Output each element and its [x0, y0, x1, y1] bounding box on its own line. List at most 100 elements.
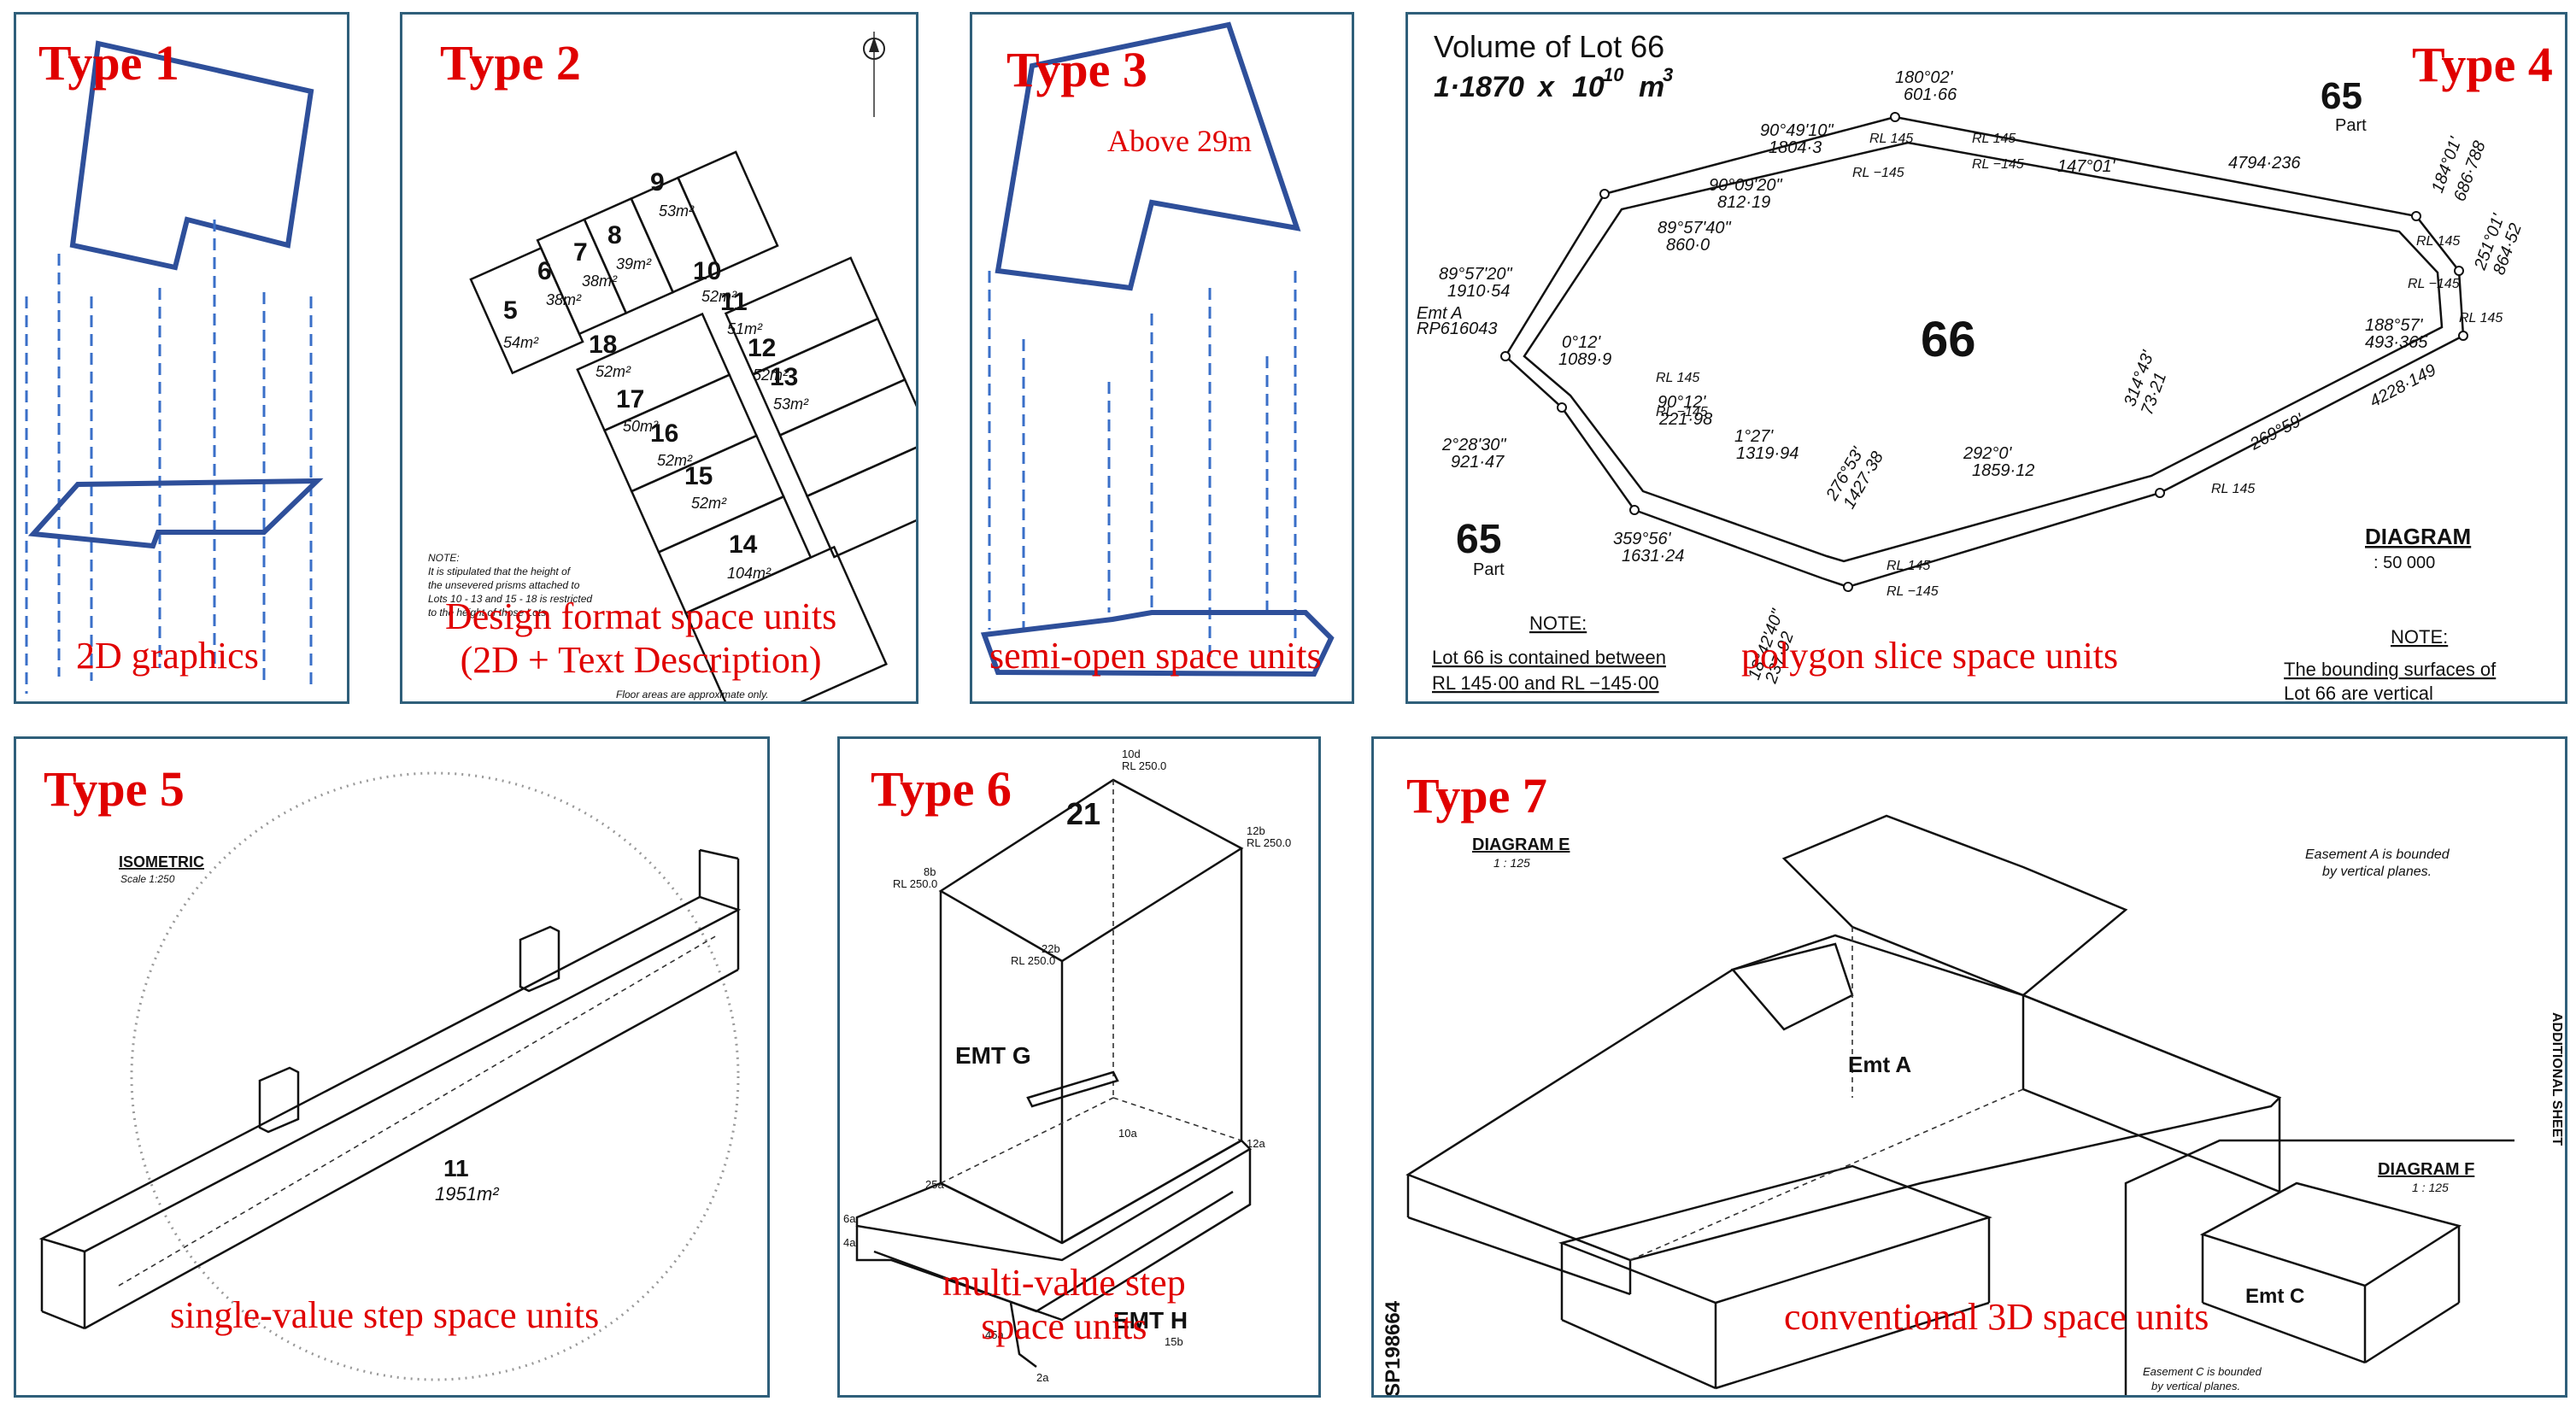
lot-number: 13	[770, 363, 798, 391]
diagram-f-inset: DIAGRAM F 1 : 125 Emt C Easement C is bo…	[2124, 1139, 2514, 1395]
svg-text:Easement A is bounded: Easement A is bounded	[2305, 847, 2450, 862]
svg-text:RL 145: RL 145	[1887, 559, 1930, 573]
lot-area: 54m²	[503, 334, 539, 351]
svg-text:RL 145: RL 145	[2416, 234, 2460, 249]
svg-text:: 50 000: : 50 000	[2374, 554, 2435, 572]
svg-text:1910·54: 1910·54	[1447, 282, 1510, 301]
svg-text:RL 145: RL 145	[1972, 132, 2016, 146]
svg-text:Lot 66 are vertical: Lot 66 are vertical	[2284, 683, 2433, 704]
svg-text:4794·236: 4794·236	[2228, 154, 2301, 173]
caption-line: space units	[981, 1304, 1147, 1347]
svg-text:1·1870: 1·1870	[1434, 71, 1524, 103]
svg-text:m: m	[1639, 71, 1664, 103]
lot-area: 53m²	[659, 202, 695, 220]
volume-title: Volume of Lot 66	[1434, 29, 1664, 64]
svg-text:1 : 125: 1 : 125	[1493, 856, 1530, 870]
caption-line: multi-value step	[942, 1262, 1186, 1304]
step-blocks	[258, 925, 560, 1134]
type-2-label: Type 2	[440, 35, 581, 91]
lot-number: 9	[650, 168, 665, 196]
lot-number: 21	[1066, 796, 1100, 831]
panel-type-3: Type 3 Above 29m semi-open space units	[970, 12, 1354, 704]
vertical-dashed-lines	[25, 220, 313, 694]
lot-area: 52m²	[691, 495, 727, 512]
svg-text:Lots 10 - 13 and 15 - 18 is re: Lots 10 - 13 and 15 - 18 is restricted	[428, 593, 592, 605]
lot-number: 15	[684, 462, 713, 490]
type-1-illustration	[25, 40, 324, 694]
lot-area: 50m²	[623, 418, 659, 435]
bottom-outline-polygon	[27, 478, 324, 549]
svg-text:147°01': 147°01'	[2057, 157, 2116, 176]
svg-text:10: 10	[1603, 64, 1624, 85]
type-3-illustration: Above 29m	[980, 21, 1335, 677]
type-6-illustration: 21 EMT G EMT H 10d RL 250.0 8b RL 250.0 …	[843, 747, 1291, 1384]
svg-text:12b: 12b	[1247, 824, 1265, 837]
svg-text:8b: 8b	[924, 865, 936, 878]
svg-text:RL −145: RL −145	[1887, 584, 1939, 599]
svg-text:188°57': 188°57'	[2365, 316, 2424, 335]
svg-text:3: 3	[1663, 64, 1673, 85]
svg-text:RL 145: RL 145	[1869, 132, 1913, 146]
type-4-caption: polygon slice space units	[1741, 635, 2119, 677]
part-lot-number: 65	[2321, 75, 2362, 117]
svg-text:15b: 15b	[1165, 1335, 1183, 1348]
svg-text:90°09'20": 90°09'20"	[1709, 176, 1783, 195]
caption-line: Design format space units	[445, 595, 837, 637]
type-1-label: Type 1	[38, 35, 179, 91]
svg-text:RL 145: RL 145	[2211, 482, 2255, 496]
svg-text:221·98: 221·98	[1658, 410, 1712, 429]
type-6-label: Type 6	[871, 761, 1012, 817]
lot-number: 11	[720, 288, 748, 316]
svg-text:by vertical planes.: by vertical planes.	[2322, 865, 2432, 879]
svg-text:RL −145: RL −145	[1972, 157, 2024, 172]
lot-area: 104m²	[727, 565, 772, 582]
easement-c-note: by vertical planes.	[2151, 1380, 2240, 1392]
type-4-label: Type 4	[2412, 37, 2553, 92]
svg-text:2a: 2a	[1036, 1371, 1049, 1384]
bottom-outline-polygon	[980, 610, 1335, 677]
svg-text:Lot 66 is contained between: Lot 66 is contained between	[1432, 647, 1666, 668]
lot-area: 1951m²	[435, 1183, 499, 1205]
lot-number: 5	[503, 296, 518, 325]
svg-text:1631·24: 1631·24	[1622, 547, 1684, 566]
lot-area: 38m²	[546, 291, 582, 308]
svg-text:860·0: 860·0	[1666, 236, 1710, 255]
panel-type-5: Type 5 ISOMETRIC Scale 1:250 11 1951m² s…	[14, 736, 770, 1398]
lot-block-top	[469, 150, 779, 375]
type-3-caption: semi-open space units	[989, 635, 1322, 677]
north-arrow-icon	[863, 32, 885, 117]
caption-line: (2D + Text Description)	[460, 638, 822, 681]
svg-text:10a: 10a	[1118, 1127, 1137, 1140]
panel-type-1: Type 1 2D graphics	[14, 12, 349, 704]
svg-text:RL 145: RL 145	[1656, 371, 1699, 385]
svg-text:1319·94: 1319·94	[1736, 444, 1799, 463]
svg-text:25a: 25a	[925, 1178, 944, 1191]
volume-value: 1·1870 x 10 10 m 3	[1434, 64, 1673, 103]
lot-21-prism	[938, 778, 1244, 1245]
lot-area: 52m²	[753, 366, 789, 384]
svg-text:RP616043: RP616043	[1417, 320, 1498, 338]
emt-h-label: EMT H	[1113, 1307, 1188, 1334]
polygon-vertex-markers	[1500, 112, 2468, 592]
lot-polygon-outline	[1504, 115, 2465, 589]
svg-text:2°28'30": 2°28'30"	[1441, 436, 1506, 454]
type-5-caption: single-value step space units	[170, 1294, 600, 1336]
type-5-illustration: ISOMETRIC Scale 1:250 11 1951m²	[38, 771, 742, 1381]
lot-block-left	[576, 312, 888, 701]
stipulation-note: NOTE: It is stipulated that the height o…	[428, 552, 592, 618]
type-5-label: Type 5	[44, 761, 185, 817]
left-note: NOTE: Lot 66 is contained between RL 145…	[1432, 613, 1666, 694]
svg-text:269°59': 269°59'	[2246, 410, 2308, 454]
lot-66-label: 66	[1921, 312, 1976, 367]
panel-type-7: Type 7 DIAGRAM E 1 : 125 Easement A is b…	[1371, 736, 2567, 1398]
diagram-e-title: DIAGRAM E 1 : 125	[1472, 835, 1570, 870]
svg-text:RL 250.0: RL 250.0	[1247, 836, 1291, 849]
svg-text:NOTE:: NOTE:	[2391, 626, 2448, 648]
svg-text:812·19: 812·19	[1717, 193, 1770, 212]
scale-circle	[130, 771, 740, 1381]
svg-text:Scale 1:250: Scale 1:250	[120, 873, 175, 885]
svg-text:RL 250.0: RL 250.0	[1122, 759, 1166, 772]
svg-text:the unsevered prisms attached: the unsevered prisms attached to	[428, 579, 580, 591]
easement-c-note: Easement C is bounded	[2143, 1365, 2262, 1378]
lot-area: 52m²	[596, 363, 631, 380]
